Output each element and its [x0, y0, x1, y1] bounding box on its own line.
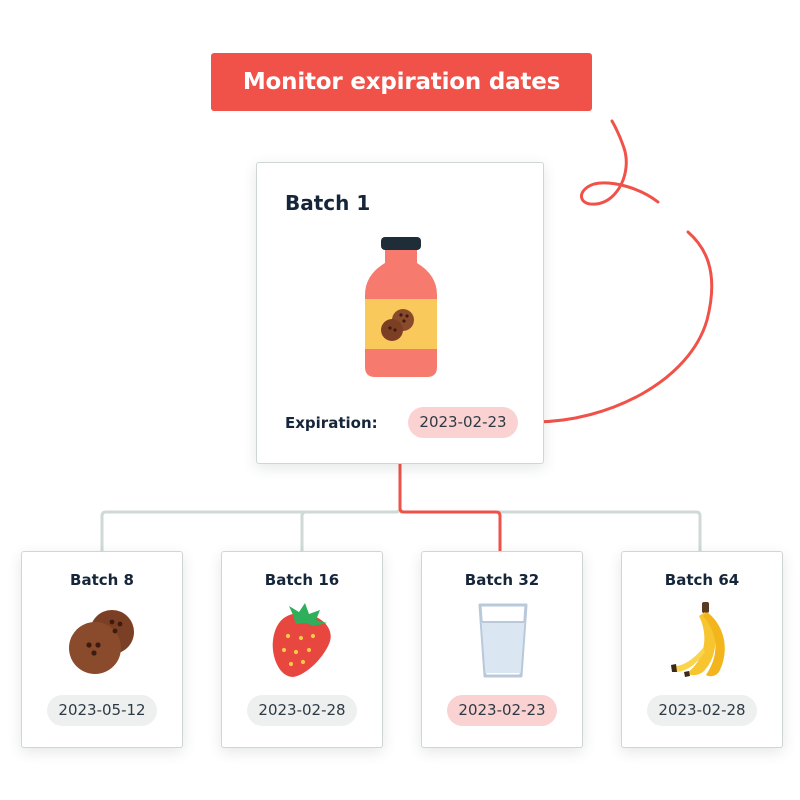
- banana-icon: [671, 602, 725, 677]
- juice-bottle-icon: [365, 237, 437, 377]
- batch-date-badge: 2023-05-12: [47, 695, 157, 726]
- highlight-connector: [398, 464, 502, 551]
- batch-title: Batch 16: [264, 571, 340, 589]
- expiration-label: Expiration:: [285, 414, 378, 432]
- coconut-icon: [69, 610, 134, 674]
- monitor-banner: Monitor expiration dates: [211, 53, 592, 111]
- batch-title: Batch 8: [70, 571, 134, 589]
- batch-title: Batch 64: [664, 571, 740, 589]
- batch-date-badge: 2023-02-28: [247, 695, 357, 726]
- batch-card[interactable]: Batch 16 2023-02-28: [221, 551, 383, 748]
- batch-title: Batch 32: [464, 571, 540, 589]
- batch-date-badge: 2023-02-28: [647, 695, 757, 726]
- swirl-arrow-line: [532, 119, 714, 424]
- main-batch-title: Batch 1: [285, 191, 371, 215]
- batch-date-badge: 2023-02-23: [447, 695, 557, 726]
- batch-card[interactable]: Batch 64 2023-02-28: [621, 551, 783, 748]
- milk-glass-icon: [478, 603, 528, 678]
- batch-card[interactable]: Batch 8 2023-05-12: [21, 551, 183, 748]
- main-batch-card[interactable]: Batch 1 Expiration: 2023-02-23: [256, 162, 544, 464]
- batch-card[interactable]: Batch 32 2023-02-23: [421, 551, 583, 748]
- strawberry-icon: [272, 603, 331, 677]
- expiration-date-badge: 2023-02-23: [408, 407, 518, 438]
- banner-label: Monitor expiration dates: [242, 69, 561, 95]
